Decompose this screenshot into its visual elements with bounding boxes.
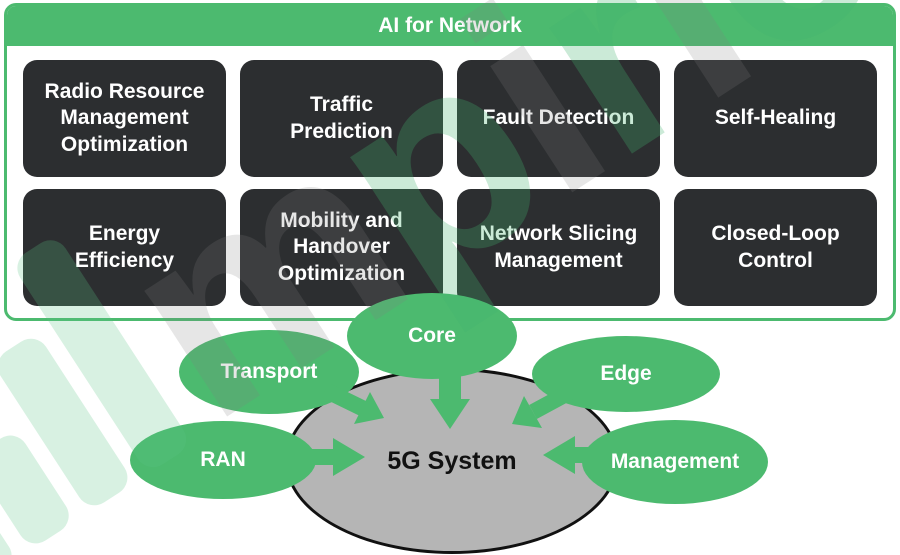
ai-network-panel: AI for Network Radio Resource Management…: [4, 3, 896, 321]
capability-box-network-slicing: Network Slicing Management: [457, 189, 660, 306]
capability-grid: Radio Resource Management Optimization T…: [7, 46, 893, 318]
capability-box-radio-resource: Radio Resource Management Optimization: [23, 60, 226, 177]
node-core-label: Core: [408, 324, 456, 347]
capability-box-self-healing: Self-Healing: [674, 60, 877, 177]
node-management-label: Management: [610, 450, 740, 473]
capability-box-energy-efficiency: Energy Efficiency: [23, 189, 226, 306]
node-management: Management: [582, 420, 768, 504]
node-ran: RAN: [130, 421, 316, 499]
node-edge: Edge: [532, 336, 720, 412]
node-transport: Transport: [179, 330, 359, 414]
node-ran-label: RAN: [200, 448, 246, 471]
node-5g-system-label: 5G System: [387, 446, 517, 475]
panel-title: AI for Network: [7, 6, 893, 46]
node-transport-label: Transport: [220, 360, 318, 383]
node-core: Core: [347, 293, 517, 379]
capability-box-fault-detection: Fault Detection: [457, 60, 660, 177]
capability-box-closed-loop: Closed-Loop Control: [674, 189, 877, 306]
capability-box-traffic-prediction: Traffic Prediction: [240, 60, 443, 177]
node-edge-label: Edge: [600, 362, 652, 385]
capability-box-mobility-handover: Mobility and Handover Optimization: [240, 189, 443, 306]
